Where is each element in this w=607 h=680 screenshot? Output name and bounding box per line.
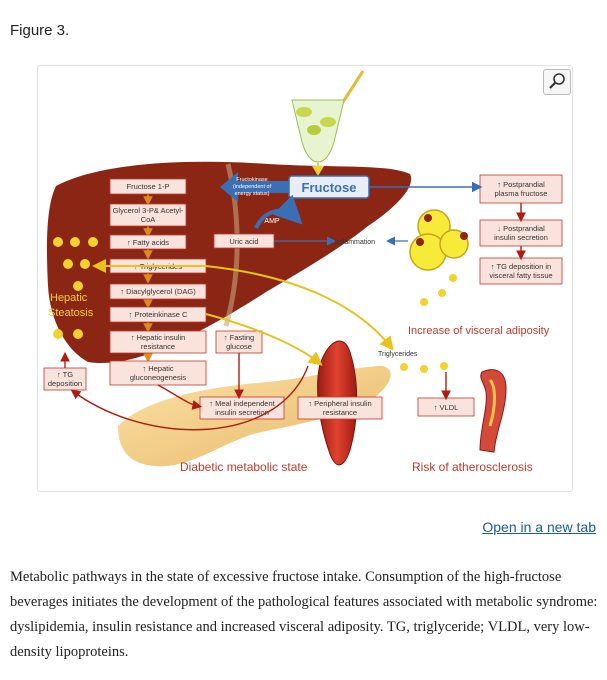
fructose-1p-box: Fructose 1-P — [109, 178, 187, 195]
tg-visceral-line-1: ↑ TG deposition in — [491, 262, 551, 271]
tg-visceral-line-2: visceral fatty tissue — [489, 271, 552, 280]
meal-insulin-line-2: insulin secretion — [215, 408, 269, 417]
fructokinase-line-3: energy status) — [235, 191, 270, 197]
peripheral-ir-line-1: ↑ Peripheral insulin — [308, 399, 371, 408]
fructokinase-line-1: Fructokinase — [236, 177, 268, 183]
dag-text: ↑ Diacylglycerol (DAG) — [120, 287, 196, 296]
gluconeogenesis-box: ↑ Hepatic gluconeogenesis — [109, 360, 207, 386]
zoom-button[interactable] — [543, 69, 571, 95]
gluconeogenesis-line-2: gluconeogenesis — [130, 373, 187, 382]
figure-image[interactable]: Fructose Fructokinase (independent of en… — [37, 65, 573, 492]
postprandial-fructose-box: ↑ Postprandial plasma fructose — [479, 174, 563, 204]
vldl-box: ↑ VLDL — [417, 397, 475, 417]
tg-visceral-box: ↑ TG deposition in visceral fatty tissue — [479, 257, 563, 285]
fructokinase-arrow — [220, 172, 289, 202]
pkc-text: ↑ Proteinkinase C — [129, 310, 188, 319]
fructose-1p-text: Fructose 1-P — [127, 182, 170, 191]
postprandial-insulin-line-2: insulin secretion — [494, 233, 548, 242]
tg-deposition-box: ↑ TG deposition — [43, 367, 87, 391]
magnifier-icon — [549, 73, 565, 89]
meal-insulin-line-1: ↑ Meal independent — [209, 399, 275, 408]
tg-deposition-line-2: deposition — [48, 379, 82, 388]
fasting-glucose-box: ↑ Fasting glucose — [215, 330, 263, 354]
postprandial-fructose-line-1: ↑ Postprandial — [497, 180, 545, 189]
figure-caption: Metabolic pathways in the state of exces… — [10, 569, 598, 660]
liver-fat-droplets — [53, 237, 98, 339]
visceral-adiposity-label: Increase of visceral adiposity — [408, 325, 550, 337]
hepatic-steatosis-line-2: Steatosis — [48, 307, 94, 319]
peripheral-ir-box: ↑ Peripheral insulin resistance — [297, 396, 383, 420]
meal-insulin-box: ↑ Meal independent insulin secretion — [199, 396, 285, 420]
open-in-new-tab-link[interactable]: Open in a new tab — [482, 519, 596, 535]
inflammation-label: Inflammation — [335, 239, 375, 246]
hepatic-steatosis-line-1: Hepatic — [50, 292, 88, 304]
postprandial-fructose-line-2: plasma fructose — [495, 189, 548, 198]
postprandial-insulin-line-1: ↓ Postprandial — [497, 224, 545, 233]
fatty-acids-text: ↑ Fatty acids — [127, 238, 169, 247]
pathway-diagram: Fructose Fructokinase (independent of en… — [43, 70, 563, 474]
fatty-acids-box: ↑ Fatty acids — [109, 234, 187, 250]
fructokinase-line-2: (independent of — [233, 184, 272, 190]
triglycerides-label: Triglycerides — [378, 351, 418, 358]
fasting-glucose-line-1: ↑ Fasting — [224, 333, 254, 342]
fasting-glucose-line-2: glucose — [226, 342, 252, 351]
fructose-drink-icon — [291, 70, 365, 176]
glycerol-line-1: Glycerol 3-P& Acetyl- — [113, 206, 184, 215]
hepatic-ir-line-1: ↑ Hepatic insulin — [131, 333, 186, 342]
tg-deposition-line-1: ↑ TG — [57, 370, 73, 379]
postprandial-insulin-box: ↓ Postprandial insulin secretion — [479, 219, 563, 247]
figure-label: Figure 3. — [10, 22, 70, 39]
diabetic-state-label: Diabetic metabolic state — [180, 460, 308, 474]
glycerol-line-2: CoA — [141, 215, 156, 224]
glycerol-box: Glycerol 3-P& Acetyl- CoA — [109, 203, 187, 227]
vldl-text: ↑ VLDL — [434, 403, 459, 412]
peripheral-ir-line-2: resistance — [323, 408, 357, 417]
hepatic-ir-box: ↑ Hepatic insulin resistance — [109, 330, 207, 354]
dag-box: ↑ Diacylglycerol (DAG) — [109, 283, 207, 300]
amp-label: AMP — [264, 218, 280, 225]
uric-acid-box: Uric acid — [213, 233, 275, 249]
hepatic-ir-line-2: resistance — [141, 342, 175, 351]
adipocytes — [400, 209, 469, 373]
atherosclerosis-label: Risk of atherosclerosis — [412, 460, 533, 474]
gluconeogenesis-line-1: ↑ Hepatic — [142, 364, 174, 373]
pkc-box: ↑ Proteinkinase C — [109, 306, 207, 323]
fructose-label: Fructose — [302, 180, 357, 195]
uric-acid-text: Uric acid — [229, 237, 258, 246]
